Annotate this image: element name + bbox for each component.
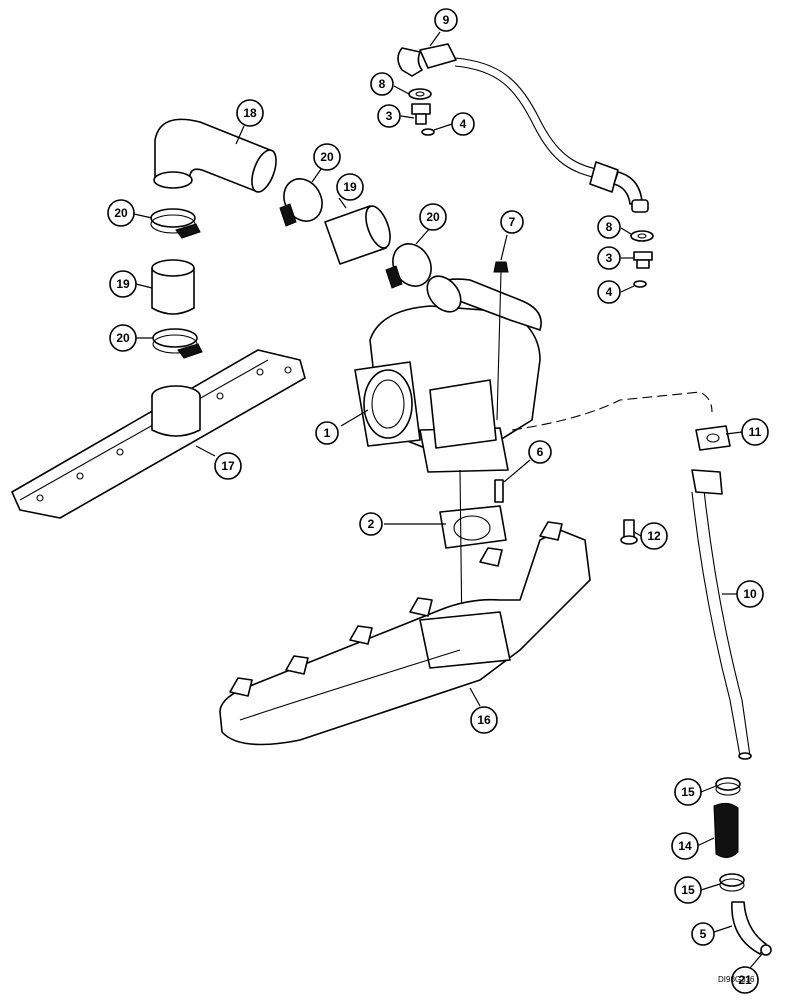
svg-text:21: 21 xyxy=(738,973,752,987)
exhaust-manifold xyxy=(219,521,591,746)
o-ring-top xyxy=(421,128,435,136)
callout-19b: 19 xyxy=(336,173,364,201)
callout-12: 12 xyxy=(640,522,668,550)
o-ring-right xyxy=(633,280,647,288)
svg-text:20: 20 xyxy=(116,331,130,345)
svg-text:19: 19 xyxy=(343,180,357,194)
elbow-hose xyxy=(153,118,277,193)
hose-clamp-lower-lower xyxy=(719,873,745,892)
hose-clamp-lower-upper xyxy=(715,777,741,796)
callout-11: 11 xyxy=(741,418,769,446)
callout-10: 10 xyxy=(736,580,764,608)
svg-text:8: 8 xyxy=(379,77,386,91)
svg-text:6: 6 xyxy=(537,445,544,459)
callout-3b: 3 xyxy=(597,246,621,270)
svg-text:20: 20 xyxy=(114,206,128,220)
fitting-washer-right xyxy=(630,230,654,242)
callout-19a: 19 xyxy=(109,270,137,298)
callout-21: 21 xyxy=(731,966,759,994)
svg-text:4: 4 xyxy=(460,117,467,131)
svg-text:2: 2 xyxy=(368,517,375,531)
callout-6: 6 xyxy=(528,440,552,464)
callout-2: 2 xyxy=(359,512,383,536)
adapter-fitting-right xyxy=(633,251,653,269)
callout-20a: 20 xyxy=(107,199,135,227)
o-ring-bottom xyxy=(760,944,772,956)
svg-text:4: 4 xyxy=(606,285,613,299)
svg-text:10: 10 xyxy=(743,587,757,601)
svg-text:8: 8 xyxy=(606,220,613,234)
callout-7: 7 xyxy=(500,210,524,234)
svg-text:9: 9 xyxy=(443,13,450,27)
svg-text:12: 12 xyxy=(647,529,661,543)
callout-20b: 20 xyxy=(313,143,341,171)
callout-15b: 15 xyxy=(674,876,702,904)
nut-top xyxy=(493,261,509,273)
turbocharger xyxy=(354,275,542,473)
svg-text:19: 19 xyxy=(116,277,130,291)
callout-3a: 3 xyxy=(377,104,401,128)
svg-text:7: 7 xyxy=(509,215,516,229)
callout-20d: 20 xyxy=(109,324,137,352)
svg-text:20: 20 xyxy=(320,150,334,164)
callout-1: 1 xyxy=(315,421,339,445)
hose-sleeve-left xyxy=(151,259,195,315)
svg-text:14: 14 xyxy=(678,839,692,853)
svg-text:11: 11 xyxy=(749,425,762,439)
oil-drain-tube xyxy=(691,469,752,760)
callout-4a: 4 xyxy=(451,112,475,136)
callout-18: 18 xyxy=(236,99,264,127)
hose-clamp-left-upper xyxy=(150,208,201,239)
leader-lines xyxy=(133,31,763,969)
figure-code: DI98G316 xyxy=(718,975,755,984)
callout-8a: 8 xyxy=(370,72,394,96)
hose-clamp-mid-upper xyxy=(279,178,323,227)
callout-9: 9 xyxy=(434,8,458,32)
svg-text:17: 17 xyxy=(221,459,235,473)
svg-text:15: 15 xyxy=(681,883,695,897)
fitting-washer-top xyxy=(408,88,432,100)
hose-clamp-mid-lower xyxy=(385,243,432,289)
adapter-fitting-top xyxy=(411,103,431,125)
callout-16: 16 xyxy=(470,706,498,734)
stud-lower xyxy=(494,479,504,503)
svg-text:18: 18 xyxy=(243,106,257,120)
drain-hose xyxy=(713,802,739,858)
intake-manifold-cover xyxy=(11,349,306,519)
drain-gasket xyxy=(695,425,731,451)
svg-text:16: 16 xyxy=(477,713,491,727)
bolt xyxy=(620,519,638,545)
hose-clamp-left-lower xyxy=(152,328,203,359)
svg-text:20: 20 xyxy=(426,210,440,224)
turbo-gasket xyxy=(439,505,507,549)
oil-drain-route xyxy=(511,391,713,431)
callout-5: 5 xyxy=(691,922,715,946)
oil-supply-tube xyxy=(397,43,649,213)
callout-20c: 20 xyxy=(419,203,447,231)
callout-14: 14 xyxy=(671,832,699,860)
svg-text:1: 1 xyxy=(324,426,331,440)
callout-8b: 8 xyxy=(597,215,621,239)
svg-text:3: 3 xyxy=(386,109,393,123)
drain-elbow xyxy=(731,901,767,955)
callout-15a: 15 xyxy=(674,778,702,806)
callout-17: 17 xyxy=(214,452,242,480)
callout-4b: 4 xyxy=(597,280,621,304)
svg-text:15: 15 xyxy=(681,785,695,799)
svg-text:3: 3 xyxy=(606,251,613,265)
svg-text:5: 5 xyxy=(700,927,707,941)
hose-sleeve-mid xyxy=(324,205,391,265)
